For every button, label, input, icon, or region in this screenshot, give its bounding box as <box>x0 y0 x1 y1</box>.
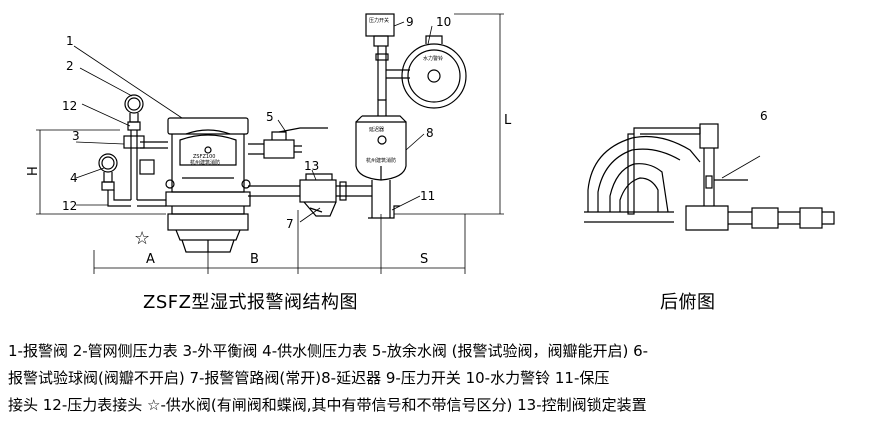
left-trim-piping <box>98 94 168 207</box>
switch-mark: 压力开关 <box>369 17 389 24</box>
callout-7: 7 <box>286 217 294 231</box>
alarm-line <box>248 166 400 219</box>
legend-line-1: 1-报警阀 2-管网侧压力表 3-外平衡阀 4-供水侧压力表 5-放余水阀 (报… <box>8 342 649 360</box>
callout-4: 4 <box>70 171 78 185</box>
callout-12-lower: 12 <box>62 199 77 213</box>
legend-line-3: 接头 12-压力表接头 ☆-供水阀(有闸阀和蝶阀,其中有带信号和不带信号区分) … <box>8 396 647 414</box>
star-mark: ☆ <box>134 228 150 249</box>
delay-chamber <box>355 62 410 181</box>
callout-11: 11 <box>420 189 435 203</box>
valve-structure-diagram: 1 2 12 3 4 12 5 13 7 8 9 10 11 6 A B S H… <box>26 13 835 274</box>
dim-L: L <box>504 113 512 128</box>
legend-line-2: 报警试验球阀(阀瓣不开启) 7-报警管路阀(常开)8-延迟器 9-压力开关 10… <box>8 369 610 387</box>
callout-8: 8 <box>426 126 434 140</box>
rear-view <box>584 123 835 231</box>
drain-valve <box>248 127 328 159</box>
callout-9: 9 <box>406 15 414 29</box>
callout-12-upper: 12 <box>62 99 77 113</box>
rear-view-caption: 后俯图 <box>660 292 716 313</box>
callout-2: 2 <box>66 59 74 73</box>
legend: 1-报警阀 2-管网侧压力表 3-外平衡阀 4-供水侧压力表 5-放余水阀 (报… <box>8 338 884 419</box>
tank-mark-name: 延迟器 <box>369 126 384 133</box>
gong-mark: 水力警铃 <box>423 55 443 62</box>
dimension-lines <box>36 13 504 274</box>
dim-H: H <box>26 166 41 176</box>
callout-10: 10 <box>436 15 451 29</box>
pressure-switch <box>365 13 395 62</box>
dimension-labels: A B S H L <box>26 113 512 267</box>
callout-3: 3 <box>72 129 80 143</box>
leader-lines <box>73 21 433 223</box>
dim-S: S <box>420 252 428 267</box>
valve-mark-model: ZSFZ100 <box>193 154 215 160</box>
dim-B: B <box>250 252 259 267</box>
callout-5: 5 <box>266 110 274 124</box>
water-motor-gong <box>401 35 467 109</box>
main-view <box>36 13 504 274</box>
supply-valve <box>175 229 241 253</box>
alarm-valve-body <box>165 117 251 231</box>
dim-A: A <box>146 252 155 267</box>
component-marks: ZSFZ100 杭州建筑消防 延迟器 杭州建筑消防 压力开关 水力警铃 ☆ <box>134 17 443 249</box>
main-view-caption: ZSFZ型湿式报警阀结构图 <box>143 292 358 313</box>
tank-mark-maker: 杭州建筑消防 <box>366 157 396 164</box>
callout-6: 6 <box>760 109 768 123</box>
callout-labels: 1 2 12 3 4 12 5 13 7 8 9 10 11 6 <box>62 15 768 231</box>
callout-1: 1 <box>66 34 74 48</box>
valve-mark-maker: 杭州建筑消防 <box>190 159 220 166</box>
callout-13: 13 <box>304 159 319 173</box>
